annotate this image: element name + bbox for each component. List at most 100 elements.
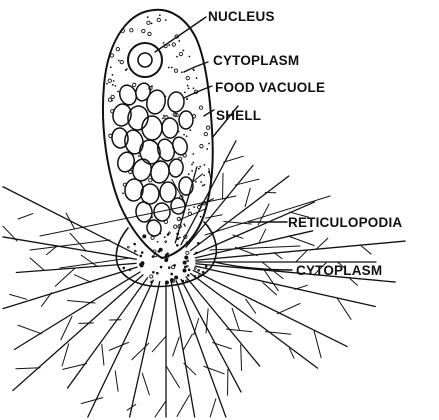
cytoplasm-granule bbox=[165, 19, 167, 21]
cytoplasm-granule bbox=[111, 95, 114, 98]
cytoplasm-granule bbox=[167, 234, 169, 236]
cytoplasm-granule bbox=[165, 241, 167, 243]
reticulopodium-branch bbox=[349, 278, 357, 285]
leader-shell bbox=[204, 110, 214, 116]
food-vacuole bbox=[142, 116, 162, 140]
cytoplasm-granule bbox=[162, 117, 164, 119]
reticulopodium-branch bbox=[204, 366, 224, 373]
cytoplasm-granule bbox=[122, 192, 124, 194]
cytoplasm-granule bbox=[186, 265, 188, 267]
cytoplasm-granule bbox=[206, 148, 208, 150]
cytoplasm-granule bbox=[204, 132, 207, 135]
reticulopodium-branch bbox=[177, 395, 189, 416]
cytoplasm-granule bbox=[168, 232, 170, 234]
cytoplasm-granule bbox=[168, 267, 170, 269]
cytoplasm-granule bbox=[208, 143, 210, 145]
cytoplasm-granule bbox=[159, 14, 161, 16]
reticulopodium-branch bbox=[277, 304, 300, 314]
reticulopodium-branch bbox=[10, 294, 27, 299]
cytoplasm-granule bbox=[183, 261, 186, 264]
reticulopodium-branch bbox=[18, 325, 41, 334]
cytoplasm-granule bbox=[158, 250, 160, 252]
cytoplasm-granule bbox=[174, 264, 176, 266]
reticulopodium-branch bbox=[337, 298, 351, 319]
cytoplasm-granule bbox=[140, 264, 143, 267]
reticulopodium-branch bbox=[74, 275, 90, 282]
food-vacuole bbox=[170, 135, 189, 157]
cytoplasm-granule bbox=[160, 266, 162, 268]
cytoplasm-granule bbox=[186, 76, 189, 79]
nucleus bbox=[128, 43, 162, 77]
reticulopodium-branch bbox=[259, 229, 266, 242]
reticulopodium-strand bbox=[210, 246, 300, 250]
leader-nucleus bbox=[155, 17, 206, 52]
reticulopodium-branch bbox=[314, 331, 321, 358]
cytoplasm-granule bbox=[125, 69, 127, 71]
cytoplasm-granule bbox=[191, 170, 193, 172]
label-food-vacuole: FOOD VACUOLE bbox=[215, 80, 325, 95]
cytoplasm-granule bbox=[174, 69, 177, 72]
cytoplasm-granule bbox=[186, 98, 188, 100]
cytoplasm-granule bbox=[208, 171, 210, 173]
cytoplasm-granule bbox=[203, 175, 205, 177]
reticulopodium-branch bbox=[115, 371, 118, 391]
reticulopodium-branch bbox=[30, 258, 44, 270]
reticulopodium-branch bbox=[109, 342, 128, 350]
cytoplasm-granule bbox=[193, 87, 195, 89]
reticulopodium-branch bbox=[166, 366, 179, 388]
cytoplasm-granule bbox=[151, 22, 153, 24]
reticulopodium-branch bbox=[232, 308, 239, 329]
cytoplasm-granule bbox=[179, 52, 182, 55]
cytoplasm-granule bbox=[188, 209, 190, 211]
cytoplasm-granule bbox=[141, 252, 143, 254]
reticulopodium-branch bbox=[184, 363, 196, 375]
cytoplasm-granule bbox=[174, 225, 177, 228]
cytoplasm-granule bbox=[178, 40, 180, 42]
cytoplasm-granule bbox=[165, 281, 168, 284]
cytoplasm-granule bbox=[202, 271, 204, 273]
reticulopodium-branch bbox=[274, 253, 282, 259]
cytoplasm-granule bbox=[206, 126, 209, 129]
cytoplasm-granule bbox=[151, 281, 153, 283]
cytoplasm-granule bbox=[112, 74, 114, 76]
cytoplasm-granule bbox=[182, 50, 184, 52]
cytoplasm-granule bbox=[196, 252, 198, 254]
label-shell: SHELL bbox=[216, 108, 261, 123]
cytoplasm-granule bbox=[205, 198, 207, 200]
cytoplasm-granule bbox=[127, 246, 129, 248]
cytoplasm-granule bbox=[186, 251, 189, 254]
cytoplasm-granule bbox=[163, 115, 165, 117]
cytoplasm-granule bbox=[200, 144, 203, 147]
cytoplasm-granule bbox=[118, 60, 120, 62]
cytoplasm-granule bbox=[134, 250, 136, 252]
reticulopodium-branch bbox=[317, 238, 328, 249]
cytoplasm-granule bbox=[114, 85, 116, 87]
cytoplasm-granule bbox=[151, 236, 154, 239]
reticulopodium-branch bbox=[155, 401, 166, 417]
reticulopodium-branch bbox=[194, 319, 199, 335]
reticulopodium bbox=[186, 165, 253, 247]
reticulopodium bbox=[67, 278, 147, 388]
reticulopodium-branch bbox=[246, 299, 256, 313]
reticulopodia bbox=[3, 141, 405, 417]
reticulopodium-branch bbox=[66, 213, 74, 229]
reticulopodium-branch bbox=[183, 334, 192, 350]
cytoplasm-granule bbox=[200, 216, 202, 218]
cytoplasm-granule bbox=[185, 256, 188, 259]
cytoplasm-granule bbox=[202, 185, 204, 187]
food-vacuole bbox=[161, 117, 178, 138]
cytoplasm-granule bbox=[142, 29, 145, 32]
cytoplasm-granule bbox=[186, 280, 188, 282]
cytoplasm-granule bbox=[184, 266, 186, 268]
food-vacuole bbox=[168, 158, 185, 178]
label-cytoplasm-bottom: CYTOPLASM bbox=[296, 263, 382, 278]
reticulopodium-branch bbox=[132, 343, 149, 359]
cytoplasm-granule bbox=[152, 271, 154, 273]
cytoplasm-granule bbox=[184, 225, 186, 227]
reticulopodium bbox=[130, 282, 160, 417]
cytoplasm-granule bbox=[187, 260, 189, 262]
cytoplasm-granule bbox=[129, 269, 131, 271]
cytoplasm-granule bbox=[187, 274, 189, 276]
cytoplasm-granule bbox=[164, 236, 166, 238]
